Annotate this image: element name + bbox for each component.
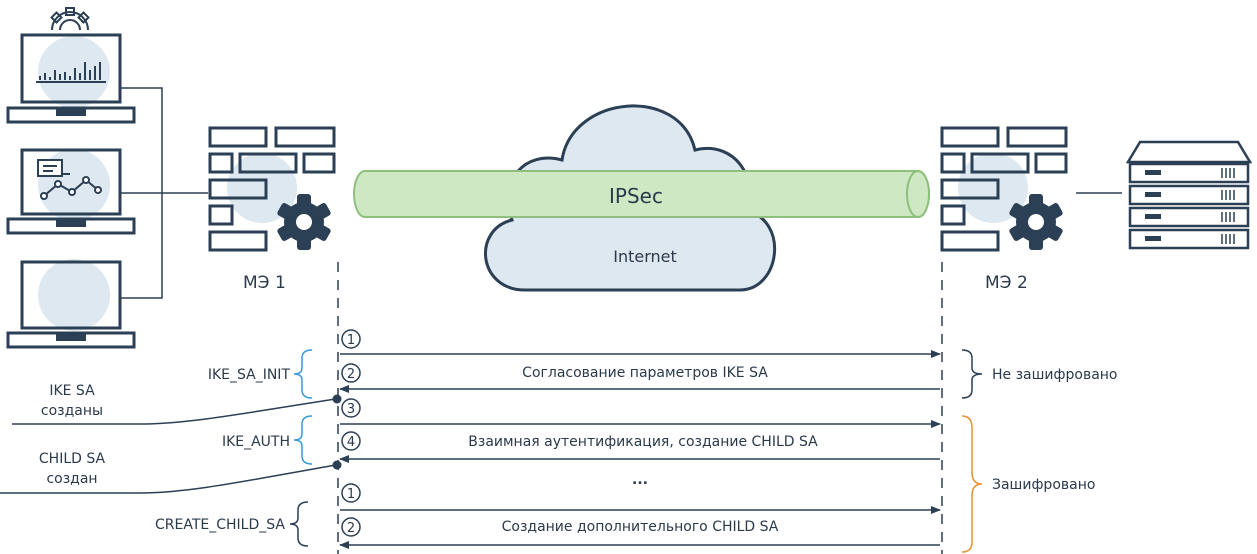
message-label-ike-sa-init: Согласование параметров IKE SA xyxy=(522,365,768,381)
label-not-encrypted: Не зашифровано xyxy=(992,367,1118,383)
phase-ike-sa-init: IKE_SA_INIT xyxy=(208,367,291,383)
phase-ike-auth: IKE_AUTH xyxy=(222,434,290,450)
message-label-create-child: Создание дополнительного CHILD SA xyxy=(502,519,779,535)
step-marker-4: 4 xyxy=(341,431,361,451)
step-marker-3: 3 xyxy=(341,398,361,418)
gear-icon xyxy=(277,194,331,250)
svg-text:1: 1 xyxy=(347,487,355,502)
phase-create-child-sa: CREATE_CHILD_SA xyxy=(155,517,285,533)
server-rack-icon xyxy=(1125,140,1253,250)
firewall-left-label: МЭ 1 xyxy=(243,273,286,293)
gear-icon xyxy=(1009,194,1063,250)
step-marker-6: 2 xyxy=(341,517,361,537)
svg-text:4: 4 xyxy=(347,435,355,450)
note-ike-sa-created: IKE SA созданы xyxy=(12,383,342,425)
brace-not-encrypted xyxy=(961,349,983,399)
svg-text:CHILD SA: CHILD SA xyxy=(39,451,106,467)
laptop-blank xyxy=(6,259,136,349)
brace-encrypted xyxy=(961,415,983,553)
brace-create-child-sa xyxy=(289,501,309,547)
firewall-right xyxy=(940,126,1068,252)
tunnel-label: IPSec xyxy=(609,184,663,208)
step-marker-5: 1 xyxy=(341,483,361,503)
svg-text:созданы: созданы xyxy=(41,403,103,419)
step-marker-1: 1 xyxy=(341,329,361,349)
label-encrypted: Зашифровано xyxy=(992,477,1095,493)
cloud-label: Internet xyxy=(613,247,677,266)
firewall-left xyxy=(208,126,336,252)
note-child-sa-created: CHILD SA создан xyxy=(0,451,342,494)
message-arrows xyxy=(339,350,941,549)
ipsec-tunnel xyxy=(353,170,930,218)
svg-text:2: 2 xyxy=(347,367,355,382)
lan-connectors xyxy=(120,87,208,299)
svg-text:1: 1 xyxy=(347,333,355,348)
svg-text:создан: создан xyxy=(46,471,97,487)
step-marker-2: 2 xyxy=(341,363,361,383)
svg-text:2: 2 xyxy=(347,521,355,536)
brace-ike-auth xyxy=(293,415,313,465)
message-ellipsis: ... xyxy=(632,472,648,488)
message-label-ike-auth: Взаимная аутентификация, создание CHILD … xyxy=(468,434,818,450)
laptop-monitoring xyxy=(6,7,136,124)
svg-text:IKE SA: IKE SA xyxy=(49,383,95,399)
step-markers: 1 2 3 4 1 2 xyxy=(341,329,361,537)
brace-ike-sa-init xyxy=(293,349,313,399)
svg-text:3: 3 xyxy=(347,402,355,417)
laptop-analytics xyxy=(6,148,136,235)
firewall-right-label: МЭ 2 xyxy=(985,273,1028,293)
gear-outline-icon xyxy=(50,7,90,31)
